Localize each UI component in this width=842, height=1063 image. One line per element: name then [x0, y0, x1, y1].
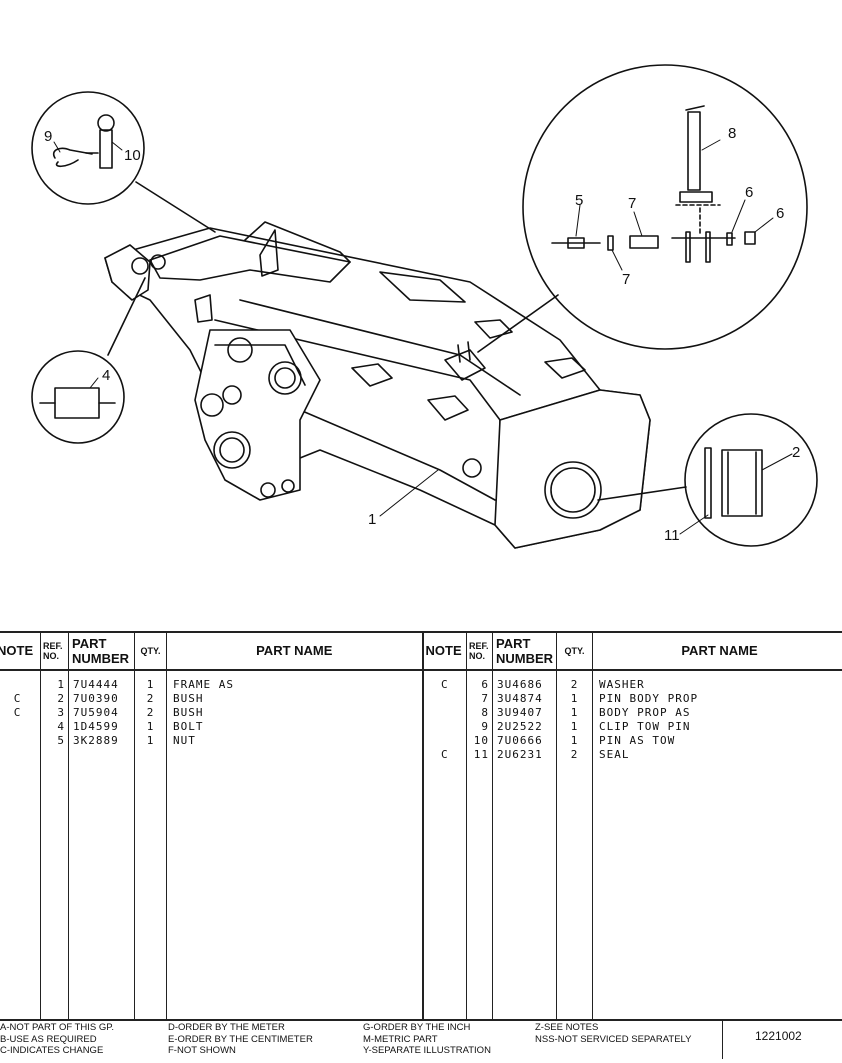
left-part-name-column: FRAME AS BUSH BUSH BOLT NUT: [166, 670, 423, 1021]
callout-9: 9: [44, 128, 52, 145]
left-note-column: C C: [0, 670, 41, 1021]
left-part-number-column: 7U4444 7U0390 7U5904 1D4599 3K2889: [68, 670, 135, 1021]
callout-3: 4: [102, 367, 110, 384]
callout-6-left: 7: [622, 271, 630, 288]
leader-line: [597, 486, 687, 501]
callout-7: 7: [628, 195, 636, 212]
detail-circle-bush: [31, 350, 125, 444]
right-qty-column: 2 1 1 1 1 2: [556, 670, 593, 1021]
table-header-row: NOTE REF. NO. PART NUMBER QTY. PART NAME…: [0, 631, 842, 671]
table-body-row: C C 1 2 3 4 5 7U4444 7U0390 7U5904 1D459…: [0, 670, 842, 1021]
header-part-number-right: PART NUMBER: [492, 631, 557, 671]
parts-table: NOTE REF. NO. PART NUMBER QTY. PART NAME…: [0, 631, 842, 1021]
callout-2: 2: [792, 444, 800, 461]
header-part-number: PART NUMBER: [68, 631, 135, 671]
right-ref-column: 6 7 8 9 10 11: [466, 670, 493, 1021]
detail-circle-seal: [679, 413, 818, 547]
header-ref-no-right: REF. NO.: [466, 631, 493, 671]
leader-line: [135, 181, 216, 233]
header-part-name-right: PART NAME: [592, 631, 842, 671]
header-qty: QTY.: [134, 631, 167, 671]
left-ref-column: 1 2 3 4 5: [40, 670, 69, 1021]
right-note-column: C C: [421, 670, 467, 1021]
callout-11: 11: [664, 527, 680, 544]
frame-body: [104, 221, 651, 549]
legend-column-3: G-ORDER BY THE INCH M-METRIC PART Y-SEPA…: [363, 1022, 491, 1056]
legend-column-4: Z-SEE NOTES NSS-NOT SERVICED SEPARATELY: [535, 1022, 692, 1045]
legend-column-1: A-NOT PART OF THIS GP. B-USE AS REQUIRED…: [0, 1022, 115, 1056]
right-part-number-column: 3U4686 3U4874 3U9407 2U2522 7U0666 2U623…: [492, 670, 557, 1021]
leader-line: [477, 294, 559, 353]
callout-4: 5: [575, 192, 583, 209]
detail-circle-body-prop: [522, 64, 808, 350]
header-qty-right: QTY.: [556, 631, 593, 671]
header-note-right: NOTE: [421, 631, 467, 671]
header-ref-no: REF. NO.: [40, 631, 69, 671]
right-part-name-column: WASHER PIN BODY PROP BODY PROP AS CLIP T…: [592, 670, 842, 1021]
callout-8: 8: [728, 125, 736, 142]
legend-column-2: D-ORDER BY THE METER E-ORDER BY THE CENT…: [168, 1022, 313, 1056]
document-number-box: [722, 1021, 842, 1059]
detail-circle-tow-pin: [31, 91, 145, 205]
header-part-name: PART NAME: [166, 631, 423, 671]
header-note: NOTE: [0, 631, 41, 671]
document-number: 1221002: [755, 1029, 802, 1043]
callout-6-right: 6: [745, 184, 753, 201]
leader-line: [107, 277, 146, 356]
leader-line: [379, 469, 439, 517]
left-qty-column: 1 2 2 1 1: [134, 670, 167, 1021]
exploded-parts-diagram: 9 10 4 8 5 7 6 6 7 2 11 1: [31, 64, 818, 549]
callout-10: 10: [124, 147, 141, 164]
callout-1: 1: [368, 511, 376, 528]
callout-5: 6: [776, 205, 784, 222]
